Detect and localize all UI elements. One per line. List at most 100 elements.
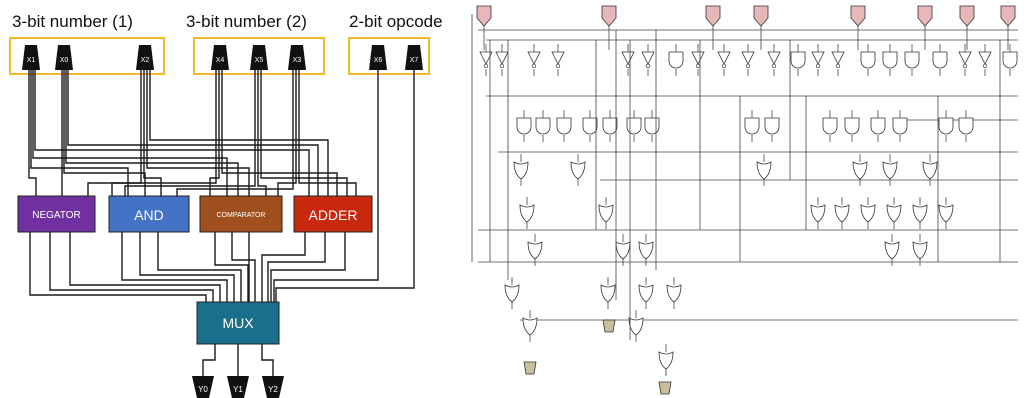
and-gate xyxy=(603,118,617,134)
comparator-block: COMPARATOR xyxy=(200,196,282,232)
or-gate xyxy=(514,162,528,179)
block-diagram: 3-bit number (1) 3-bit number (2) 2-bit … xyxy=(10,12,443,398)
not-gate-bubble xyxy=(746,64,750,68)
output-pin-y1: Y1 xyxy=(227,376,249,398)
and-label: AND xyxy=(134,207,164,223)
netlist-input-pin xyxy=(706,6,720,26)
not-gate-bubble xyxy=(983,64,987,68)
and-gate xyxy=(557,118,571,134)
adder-label: ADDER xyxy=(308,207,357,223)
or-gate xyxy=(923,162,937,179)
netlist-output-pin xyxy=(524,362,536,374)
or-gate xyxy=(913,205,927,222)
block-output-wires xyxy=(30,232,345,302)
or-gate xyxy=(861,205,875,222)
input-pin-x4: X4 xyxy=(211,45,229,70)
and-gate xyxy=(627,118,641,134)
and-gate xyxy=(745,118,759,134)
not-gate xyxy=(959,52,971,64)
not-gate xyxy=(718,52,730,64)
mux-label: MUX xyxy=(222,315,254,331)
comparator-label: COMPARATOR xyxy=(216,212,265,219)
output-pins: Y0 Y1 Y2 xyxy=(192,376,284,398)
or-gate xyxy=(853,162,867,179)
or-gate xyxy=(523,318,537,335)
and-gate xyxy=(669,52,683,68)
svg-text:X6: X6 xyxy=(374,57,383,64)
group-title-opcode: 2-bit opcode xyxy=(349,12,443,31)
input-pin-x0: X0 xyxy=(55,45,73,70)
or-gate xyxy=(913,242,927,259)
or-gate xyxy=(520,205,534,222)
netlist-input-pin xyxy=(960,6,974,26)
not-gate xyxy=(642,52,654,64)
and-block: AND xyxy=(109,196,189,232)
or-gate xyxy=(835,205,849,222)
or-gate xyxy=(883,162,897,179)
not-gate xyxy=(742,52,754,64)
not-gate-bubble xyxy=(556,64,560,68)
and-gate xyxy=(823,118,837,134)
and-gate xyxy=(861,52,875,68)
not-gate xyxy=(768,52,780,64)
not-gate-bubble xyxy=(500,64,504,68)
output-pin-y2: Y2 xyxy=(262,376,284,398)
not-gate-bubble xyxy=(772,64,776,68)
and-gate xyxy=(517,118,531,134)
or-gate xyxy=(887,205,901,222)
input-pin-x6: X6 xyxy=(369,45,387,70)
or-gate xyxy=(639,242,653,259)
mux-block: MUX xyxy=(197,302,279,344)
and-gate xyxy=(1003,52,1017,68)
not-gate xyxy=(832,52,844,64)
svg-text:X4: X4 xyxy=(216,57,225,64)
not-gate xyxy=(528,52,540,64)
input-pin-x1: X1 xyxy=(22,45,40,70)
svg-text:Y0: Y0 xyxy=(198,385,208,394)
svg-text:X2: X2 xyxy=(141,57,150,64)
input-pin-x2: X2 xyxy=(136,45,154,70)
svg-text:X0: X0 xyxy=(60,57,69,64)
netlist-input-pin xyxy=(754,6,768,26)
not-gate-bubble xyxy=(816,64,820,68)
or-gate xyxy=(659,352,673,369)
and-gate xyxy=(645,118,659,134)
adder-block: ADDER xyxy=(294,196,372,232)
svg-text:X3: X3 xyxy=(293,57,302,64)
gate-level-netlist xyxy=(472,6,1018,394)
svg-text:Y1: Y1 xyxy=(233,385,243,394)
or-gate xyxy=(571,162,585,179)
and-gate xyxy=(845,118,859,134)
not-gate-bubble xyxy=(722,64,726,68)
netlist-input-pin xyxy=(851,6,865,26)
or-gate xyxy=(616,242,630,259)
or-gate xyxy=(639,285,653,302)
or-gate xyxy=(599,205,613,222)
netlist-input-pin xyxy=(1001,6,1015,26)
and-gate xyxy=(765,118,779,134)
netlist-input-pin xyxy=(602,6,616,26)
not-gate xyxy=(979,52,991,64)
and-gate xyxy=(871,118,885,134)
or-gate xyxy=(601,285,615,302)
and-gate xyxy=(583,118,597,134)
not-gate-bubble xyxy=(696,64,700,68)
input-wires xyxy=(29,70,414,302)
not-gate-bubble xyxy=(484,64,488,68)
or-gate xyxy=(528,242,542,259)
not-gate xyxy=(812,52,824,64)
not-gate-bubble xyxy=(626,64,630,68)
and-gate xyxy=(959,118,973,134)
not-gate xyxy=(552,52,564,64)
or-gate xyxy=(629,318,643,335)
and-gate xyxy=(536,118,550,134)
not-gate xyxy=(622,52,634,64)
and-gate xyxy=(939,118,953,134)
not-gate xyxy=(496,52,508,64)
svg-text:Y2: Y2 xyxy=(268,385,278,394)
or-gate xyxy=(811,205,825,222)
not-gate-bubble xyxy=(836,64,840,68)
input-pins: X1 X0 X2 X4 X5 X3 xyxy=(22,45,423,70)
and-gate xyxy=(893,118,907,134)
